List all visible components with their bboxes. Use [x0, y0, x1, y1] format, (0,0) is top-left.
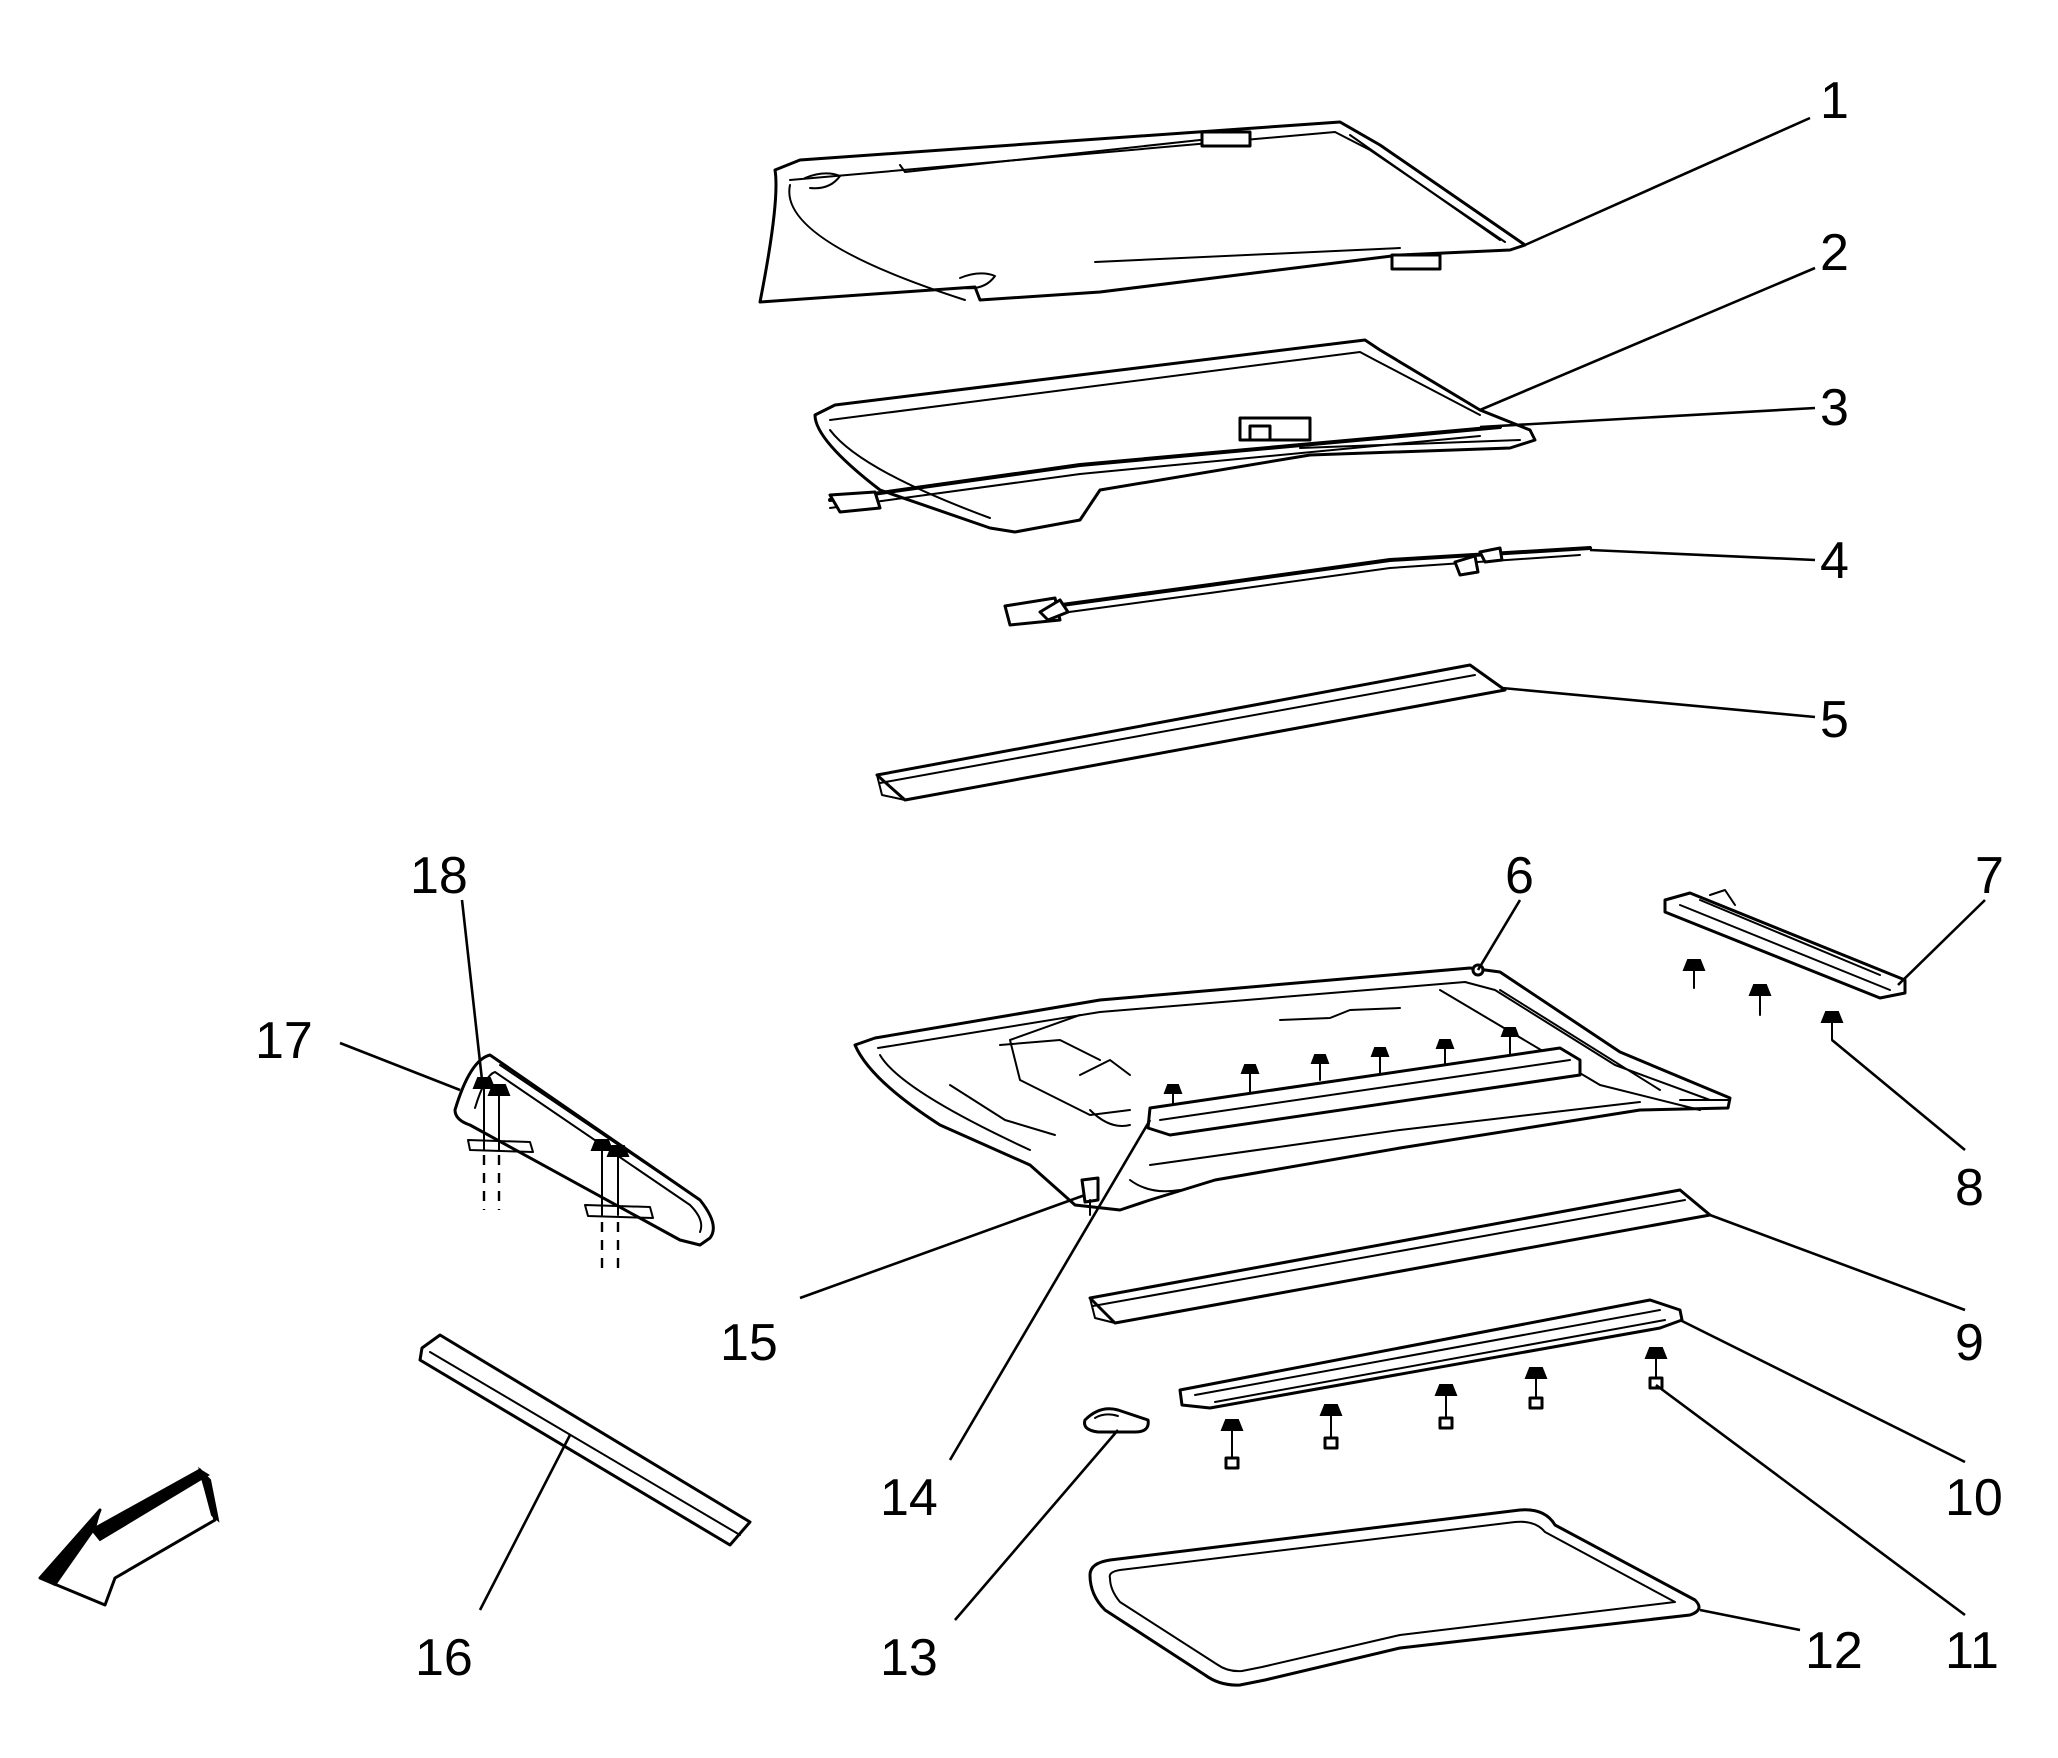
- callout-9: 9: [1955, 1314, 1984, 1372]
- part-8-bracket-bolts: [1682, 959, 1844, 1041]
- callout-1: 1: [1820, 72, 1849, 130]
- callout-17: 17: [255, 1012, 313, 1070]
- callout-6: 6: [1505, 847, 1534, 905]
- part-2-sunshade: [813, 338, 1537, 534]
- part-16-trim-strip: [418, 1333, 752, 1547]
- front-direction-arrow-icon: [38, 1466, 220, 1607]
- callout-15: 15: [720, 1314, 778, 1372]
- part-4-guide-rail: [1003, 546, 1592, 627]
- callout-labels: 1 2 3 4 5 6 7 8 9 10 11 12 13 14 15 16 1…: [255, 72, 2004, 1687]
- callout-8: 8: [1955, 1159, 1984, 1217]
- part-1-glass-panel: [758, 120, 1527, 304]
- part-12-seal-ring: [1088, 1508, 1701, 1687]
- part-13-clip: [1083, 1407, 1150, 1434]
- part-7-rear-bracket: [1663, 889, 1907, 1000]
- callout-7: 7: [1975, 847, 2004, 905]
- frame-fasteners: [1163, 1027, 1520, 1111]
- callout-12: 12: [1805, 1622, 1863, 1680]
- callout-4: 4: [1820, 532, 1849, 590]
- leader-lines: [339, 116, 1986, 1632]
- callout-2: 2: [1820, 224, 1849, 282]
- callout-11: 11: [1945, 1622, 1999, 1680]
- part-9-rear-seal-strip: [1088, 1188, 1712, 1325]
- callout-13: 13: [880, 1629, 938, 1687]
- callout-5: 5: [1820, 691, 1849, 749]
- part-3-drive-cable: [828, 416, 1502, 514]
- part-5-seal-strip: [875, 663, 1507, 802]
- part-11-trim-bolts: [1220, 1347, 1668, 1470]
- callout-16: 16: [415, 1629, 473, 1687]
- part-18-deflector-screws: [467, 1077, 654, 1275]
- callout-14: 14: [880, 1469, 938, 1527]
- part-17-wind-deflector: [453, 1053, 715, 1247]
- part-10-rear-trim-bracket: [1178, 1298, 1684, 1410]
- callout-18: 18: [410, 847, 468, 905]
- callout-3: 3: [1820, 379, 1849, 437]
- callout-10: 10: [1945, 1469, 2003, 1527]
- part-14-front-cross-member: [1146, 1046, 1582, 1137]
